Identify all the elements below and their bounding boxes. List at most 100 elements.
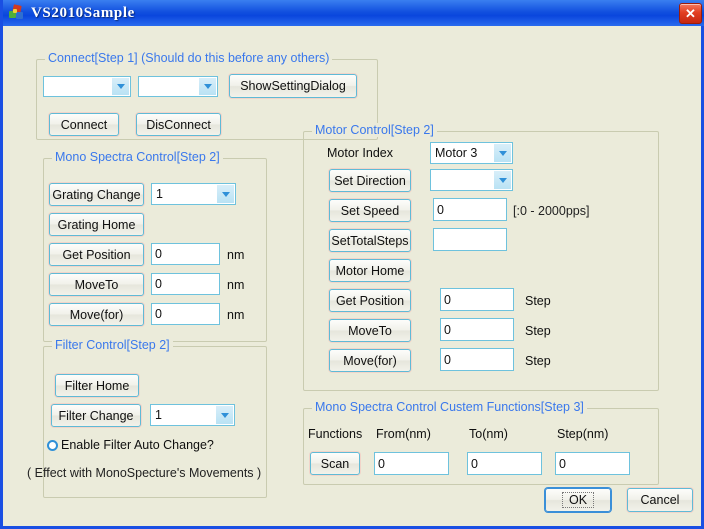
scan-step-input[interactable]: 0 bbox=[555, 452, 630, 475]
set-speed-value: 0 bbox=[437, 202, 444, 217]
connect-button[interactable]: Connect bbox=[49, 113, 119, 136]
motor-control-group: Motor Control[Step 2] bbox=[303, 123, 659, 391]
motor-direction-combo[interactable] bbox=[430, 169, 513, 191]
enable-filter-auto-change-radio[interactable]: Enable Filter Auto Change? bbox=[47, 438, 214, 452]
disconnect-button-label: DisConnect bbox=[146, 117, 211, 132]
col-header-from: From(nm) bbox=[376, 427, 431, 441]
app-logo-icon bbox=[9, 4, 25, 21]
filter-index-combo[interactable]: 1 bbox=[150, 404, 235, 426]
set-total-steps-label: SetTotalSteps bbox=[331, 233, 409, 248]
chevron-down-icon[interactable] bbox=[217, 185, 234, 203]
mono-move-to-button[interactable]: MoveTo bbox=[49, 273, 144, 296]
disconnect-button[interactable]: DisConnect bbox=[136, 113, 221, 136]
motor-get-position-unit: Step bbox=[525, 294, 551, 308]
connect-port-combo[interactable] bbox=[43, 76, 131, 97]
scan-from-input[interactable]: 0 bbox=[374, 452, 449, 475]
motor-move-to-input[interactable]: 0 bbox=[440, 318, 514, 341]
ok-button-label: OK bbox=[561, 492, 595, 508]
scan-button[interactable]: Scan bbox=[310, 452, 360, 475]
scan-step-value: 0 bbox=[559, 456, 566, 471]
client-area: Connect[Step 1] (Should do this before a… bbox=[3, 26, 701, 526]
chevron-down-icon[interactable] bbox=[216, 406, 233, 424]
radio-circle-icon bbox=[47, 439, 58, 451]
motor-get-position-button[interactable]: Get Position bbox=[329, 289, 411, 312]
mono-move-to-value: 0 bbox=[155, 277, 162, 291]
connect-group: Connect[Step 1] (Should do this before a… bbox=[36, 51, 378, 140]
col-header-step: Step(nm) bbox=[557, 427, 609, 441]
motor-move-to-unit: Step bbox=[525, 324, 551, 338]
motor-move-for-value: 0 bbox=[444, 352, 451, 367]
ok-button[interactable]: OK bbox=[545, 488, 611, 512]
mono-get-position-value: 0 bbox=[155, 247, 162, 261]
show-setting-dialog-label: ShowSettingDialog bbox=[240, 79, 346, 93]
mono-get-position-input[interactable]: 0 bbox=[151, 243, 220, 265]
motor-index-combo[interactable]: Motor 3 bbox=[430, 142, 513, 164]
motor-get-position-value: 0 bbox=[444, 292, 451, 307]
set-direction-label: Set Direction bbox=[334, 173, 406, 188]
filter-control-group: Filter Control[Step 2] bbox=[43, 338, 267, 498]
chevron-down-icon[interactable] bbox=[494, 144, 511, 162]
filter-effect-note: ( Effect with MonoSpecture's Movements ) bbox=[27, 466, 262, 480]
filter-home-button[interactable]: Filter Home bbox=[55, 374, 139, 397]
col-header-to: To(nm) bbox=[469, 427, 508, 441]
cancel-button[interactable]: Cancel bbox=[627, 488, 693, 512]
set-speed-input[interactable]: 0 bbox=[433, 198, 507, 221]
filter-change-button[interactable]: Filter Change bbox=[51, 404, 141, 427]
connect-button-label: Connect bbox=[60, 117, 108, 132]
enable-filter-auto-change-label: Enable Filter Auto Change? bbox=[61, 438, 214, 452]
motor-group-legend: Motor Control[Step 2] bbox=[312, 123, 437, 137]
mono-get-position-unit: nm bbox=[227, 248, 245, 262]
set-speed-label: Set Speed bbox=[340, 203, 400, 218]
set-total-steps-input[interactable] bbox=[433, 228, 507, 251]
mono-get-position-label: Get Position bbox=[62, 247, 131, 262]
set-direction-button[interactable]: Set Direction bbox=[329, 169, 411, 192]
speed-range-hint: [:0 - 2000pps] bbox=[513, 204, 590, 218]
grating-change-button[interactable]: Grating Change bbox=[49, 183, 144, 206]
cancel-button-label: Cancel bbox=[640, 493, 680, 507]
custom-functions-group: Mono Spectra Control Custem Functions[St… bbox=[303, 400, 659, 485]
close-icon[interactable]: ✕ bbox=[679, 3, 702, 24]
chevron-down-icon[interactable] bbox=[112, 78, 129, 95]
motor-move-for-input[interactable]: 0 bbox=[440, 348, 514, 371]
motor-get-position-label: Get Position bbox=[335, 293, 405, 308]
grating-change-label: Grating Change bbox=[52, 187, 141, 202]
set-total-steps-button[interactable]: SetTotalSteps bbox=[329, 229, 411, 252]
connect-baud-combo[interactable] bbox=[138, 76, 218, 97]
filter-change-label: Filter Change bbox=[58, 408, 134, 423]
show-setting-dialog-button[interactable]: ShowSettingDialog bbox=[229, 74, 357, 98]
scan-button-label: Scan bbox=[320, 456, 350, 471]
mono-move-for-button[interactable]: Move(for) bbox=[49, 303, 144, 326]
scan-from-value: 0 bbox=[378, 456, 385, 471]
grating-index-combo[interactable]: 1 bbox=[151, 183, 236, 205]
motor-index-value: Motor 3 bbox=[435, 146, 478, 160]
scan-to-value: 0 bbox=[471, 456, 478, 471]
chevron-down-icon[interactable] bbox=[199, 78, 216, 95]
custom-group-legend: Mono Spectra Control Custem Functions[St… bbox=[312, 400, 587, 414]
mono-get-position-button[interactable]: Get Position bbox=[49, 243, 144, 266]
mono-move-to-input[interactable]: 0 bbox=[151, 273, 220, 295]
chevron-down-icon[interactable] bbox=[494, 171, 511, 189]
motor-move-for-label: Move(for) bbox=[343, 353, 397, 368]
motor-move-to-label: MoveTo bbox=[348, 323, 392, 338]
connect-group-legend: Connect[Step 1] (Should do this before a… bbox=[45, 51, 333, 65]
motor-move-to-button[interactable]: MoveTo bbox=[329, 319, 411, 342]
motor-move-to-value: 0 bbox=[444, 322, 451, 337]
mono-move-for-label: Move(for) bbox=[69, 307, 124, 322]
mono-move-for-value: 0 bbox=[155, 307, 162, 321]
motor-home-button[interactable]: Motor Home bbox=[329, 259, 411, 282]
filter-home-label: Filter Home bbox=[64, 378, 130, 393]
scan-to-input[interactable]: 0 bbox=[467, 452, 542, 475]
motor-move-for-button[interactable]: Move(for) bbox=[329, 349, 411, 372]
set-speed-button[interactable]: Set Speed bbox=[329, 199, 411, 222]
mono-move-to-unit: nm bbox=[227, 278, 245, 292]
mono-move-for-unit: nm bbox=[227, 308, 245, 322]
grating-index-value: 1 bbox=[156, 187, 163, 201]
grating-home-button[interactable]: Grating Home bbox=[49, 213, 144, 236]
grating-home-label: Grating Home bbox=[57, 217, 136, 232]
motor-get-position-input[interactable]: 0 bbox=[440, 288, 514, 311]
motor-move-for-unit: Step bbox=[525, 354, 551, 368]
mono-move-to-label: MoveTo bbox=[74, 277, 119, 292]
mono-move-for-input[interactable]: 0 bbox=[151, 303, 220, 325]
col-header-functions: Functions bbox=[308, 427, 363, 441]
